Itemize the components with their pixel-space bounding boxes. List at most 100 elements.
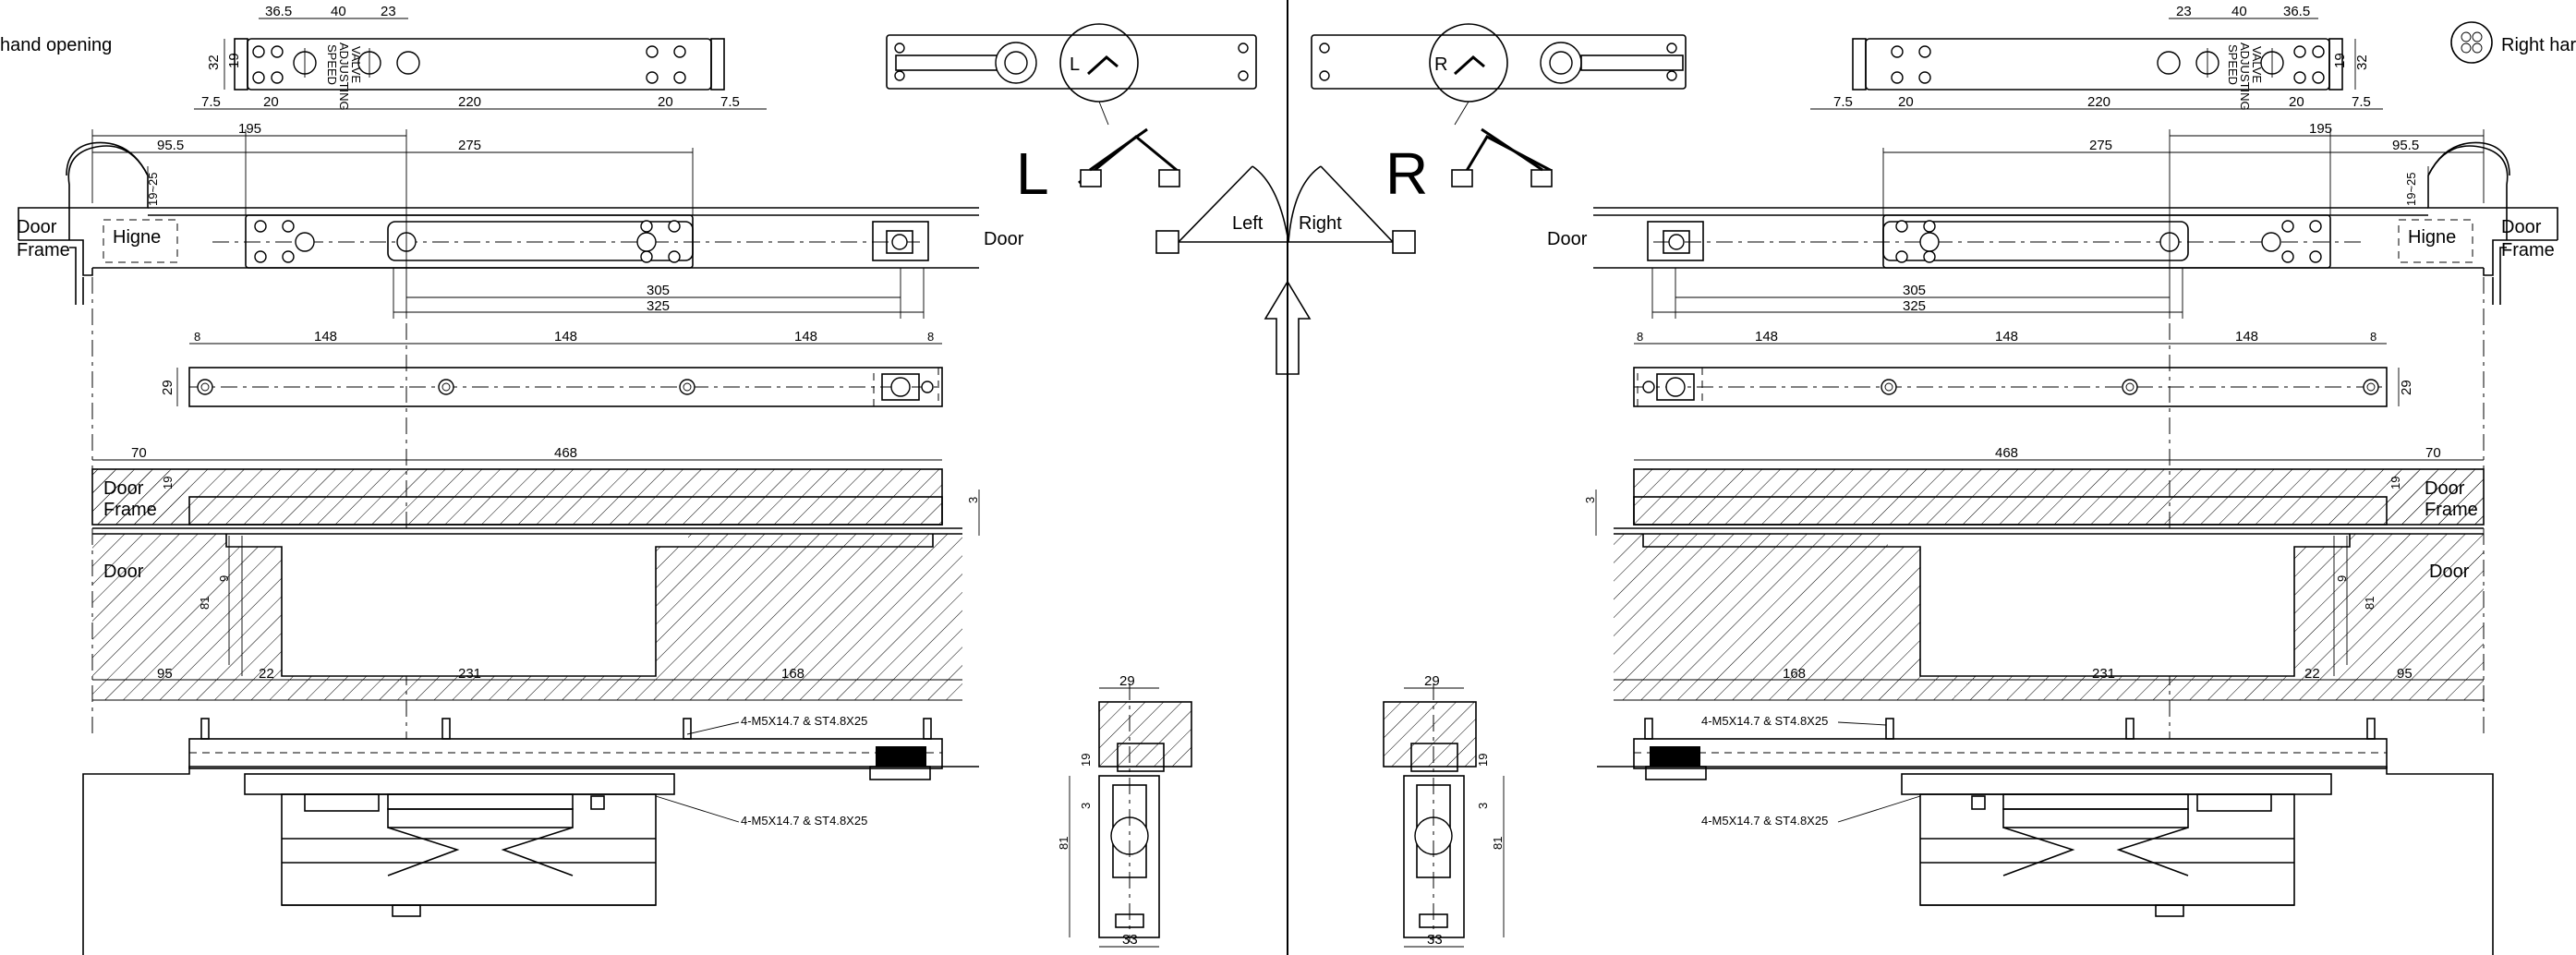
svg-text:20: 20 — [263, 94, 279, 110]
svg-text:36.5: 36.5 — [265, 4, 292, 19]
svg-text:325: 325 — [647, 298, 670, 314]
svg-text:8: 8 — [927, 330, 934, 344]
svg-text:148: 148 — [1995, 329, 2018, 345]
svg-text:29: 29 — [160, 380, 175, 395]
left-section-view: Door Frame Door 70 468 19 3 9 81 95 22 2… — [91, 445, 980, 701]
left-assembly-view: 4-M5X14.7 & ST4.8X25 4-M5X14.7 & ST4.8X2… — [82, 714, 979, 955]
right-rail: 8 148 148 148 8 29 — [1633, 329, 2414, 407]
svg-text:32: 32 — [2354, 54, 2370, 70]
svg-text:29: 29 — [1119, 673, 1135, 689]
svg-text:220: 220 — [458, 94, 481, 110]
svg-text:3: 3 — [1476, 803, 1490, 809]
door-label: Door — [984, 229, 1024, 249]
svg-text:9: 9 — [2335, 575, 2349, 582]
svg-text:20: 20 — [658, 94, 673, 110]
right-top-plate: SPEED ADJUSTING VALVE 23 40 36.5 19 32 7… — [1810, 4, 2383, 111]
svg-text:7.5: 7.5 — [720, 94, 740, 110]
right-opening-label: Right har — [2501, 35, 2576, 55]
svg-text:36.5: 36.5 — [2283, 4, 2310, 19]
svg-text:231: 231 — [2092, 666, 2115, 682]
svg-text:95.5: 95.5 — [2392, 138, 2419, 153]
right-assembly-view: 4-M5X14.7 & ST4.8X25 4-M5X14.7 & ST4.8X2… — [1597, 714, 2494, 955]
svg-text:23: 23 — [381, 4, 396, 19]
svg-text:20: 20 — [2289, 94, 2304, 110]
svg-text:ADJUSTING: ADJUSTING — [337, 42, 351, 111]
svg-text:81: 81 — [1491, 837, 1505, 850]
screw-group — [200, 718, 932, 740]
svg-text:SPEED: SPEED — [2226, 44, 2240, 85]
left-rail: 8 148 148 148 8 29 — [160, 329, 943, 407]
svg-text:Door: Door — [103, 562, 144, 582]
svg-text:VALVE: VALVE — [349, 46, 363, 83]
svg-text:19~25: 19~25 — [2404, 172, 2418, 206]
up-arrow — [1264, 280, 1312, 375]
svg-text:32: 32 — [206, 54, 222, 70]
svg-text:Higne: Higne — [2408, 227, 2456, 248]
svg-text:33: 33 — [1427, 932, 1443, 948]
left-hand-drawing: hand opening SPEED ADJUSTING VALVE — [0, 4, 1024, 955]
svg-text:Frame: Frame — [103, 500, 157, 520]
svg-text:70: 70 — [131, 445, 147, 461]
left-swing-label: Left — [1232, 213, 1264, 234]
svg-text:148: 148 — [314, 329, 337, 345]
svg-text:L: L — [1070, 54, 1080, 75]
door-frame-label: Door — [17, 217, 57, 237]
svg-text:4-M5X14.7 & ST4.8X25: 4-M5X14.7 & ST4.8X25 — [741, 714, 867, 728]
svg-text:468: 468 — [1995, 445, 2018, 461]
svg-text:19: 19 — [2332, 53, 2348, 68]
center-section-left: 29 19 3 81 33 — [1057, 673, 1192, 948]
svg-text:VALVE: VALVE — [2250, 46, 2264, 83]
svg-text:4-M5X14.7 & ST4.8X25: 4-M5X14.7 & ST4.8X25 — [741, 814, 867, 828]
svg-text:40: 40 — [331, 4, 346, 19]
svg-text:305: 305 — [647, 283, 670, 298]
left-top-plate: SPEED ADJUSTING VALVE 36.5 40 23 32 19 7… — [194, 4, 767, 111]
svg-text:19: 19 — [161, 477, 175, 490]
svg-text:148: 148 — [794, 329, 817, 345]
svg-text:195: 195 — [238, 121, 261, 137]
svg-text:Door: Door — [2501, 217, 2542, 237]
svg-text:275: 275 — [2089, 138, 2112, 153]
svg-text:275: 275 — [458, 138, 481, 153]
svg-text:19: 19 — [1079, 754, 1093, 767]
svg-text:95: 95 — [157, 666, 173, 682]
svg-text:468: 468 — [554, 445, 577, 461]
svg-text:95.5: 95.5 — [157, 138, 184, 153]
svg-text:195: 195 — [2309, 121, 2332, 137]
svg-text:8: 8 — [2370, 330, 2376, 344]
right-plan-view: Higne Door Frame Door 195 — [1547, 121, 2558, 319]
svg-text:168: 168 — [781, 666, 804, 682]
svg-text:23: 23 — [2176, 4, 2192, 19]
svg-text:40: 40 — [2231, 4, 2247, 19]
right-hand-drawing: Right har SPEED ADJUSTING VALVE 23 40 36… — [1547, 4, 2576, 955]
svg-text:148: 148 — [2235, 329, 2258, 345]
svg-text:3: 3 — [966, 497, 980, 503]
right-hand-letter: R — [1385, 140, 1428, 207]
svg-text:7.5: 7.5 — [201, 94, 221, 110]
svg-text:8: 8 — [1637, 330, 1643, 344]
svg-text:325: 325 — [1903, 298, 1926, 314]
right-section-view: Door Frame Door 468 70 3 19 9 81 168 231… — [1583, 445, 2485, 701]
svg-text:20: 20 — [1898, 94, 1914, 110]
left-hand-letter: L — [1016, 140, 1049, 207]
svg-text:81: 81 — [1057, 837, 1070, 850]
svg-text:Door: Door — [103, 478, 144, 499]
svg-text:81: 81 — [2363, 597, 2376, 610]
screw-group — [1644, 718, 2376, 740]
svg-text:22: 22 — [259, 666, 274, 682]
svg-text:19: 19 — [2389, 477, 2402, 490]
svg-text:3: 3 — [1583, 497, 1597, 503]
left-plan-view: Higne Door Frame Door — [17, 121, 1024, 319]
svg-text:95: 95 — [2397, 666, 2413, 682]
svg-text:220: 220 — [2087, 94, 2110, 110]
svg-text:148: 148 — [554, 329, 577, 345]
svg-text:29: 29 — [2399, 380, 2414, 395]
orientation-symbols: L L Left Right R R — [886, 23, 1687, 375]
svg-text:9: 9 — [217, 575, 231, 582]
svg-text:Door: Door — [1547, 229, 1588, 249]
svg-text:Frame: Frame — [2501, 240, 2555, 260]
svg-text:19~25: 19~25 — [146, 172, 160, 206]
hinge-label: Higne — [113, 227, 161, 248]
svg-text:8: 8 — [194, 330, 200, 344]
svg-text:148: 148 — [1755, 329, 1778, 345]
